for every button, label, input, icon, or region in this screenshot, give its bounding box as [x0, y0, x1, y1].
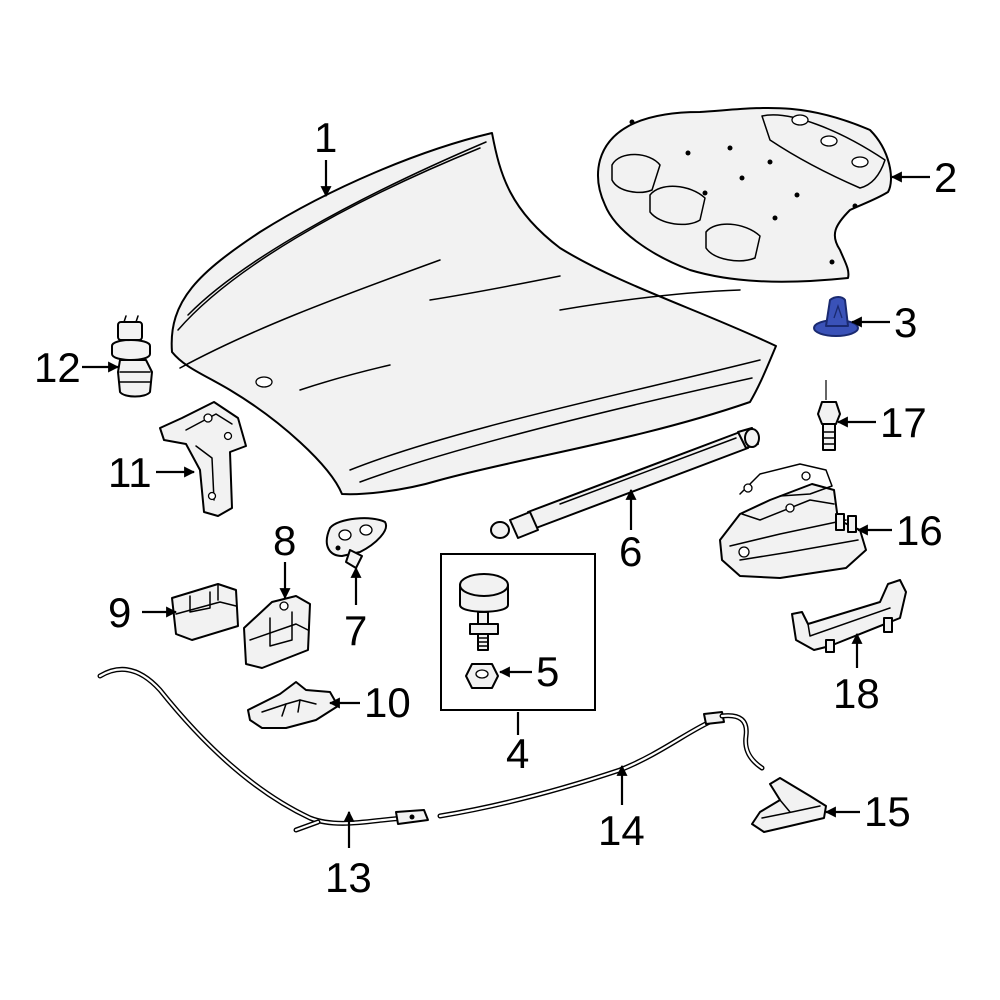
callout-12: 12 — [34, 344, 81, 391]
release-handle[interactable] — [247, 681, 339, 729]
release-cable-front[interactable] — [97, 666, 429, 833]
callout-13: 13 — [325, 854, 372, 901]
callout-4: 4 — [506, 730, 529, 777]
callout-5: 5 — [536, 648, 559, 695]
cable-guide[interactable] — [171, 583, 239, 641]
callout-3[interactable]: 3 — [894, 299, 917, 346]
release-housing[interactable] — [243, 595, 311, 669]
callout-15: 15 — [864, 788, 911, 835]
release-cable-rear[interactable] — [437, 711, 765, 819]
nut[interactable] — [465, 663, 499, 689]
hood-striker[interactable] — [325, 517, 388, 569]
callout-11: 11 — [108, 449, 152, 496]
callout-6: 6 — [619, 528, 642, 575]
callout-2: 2 — [934, 154, 957, 201]
callout-labels: 1 2 3 4 5 6 7 8 9 10 11 12 13 14 15 16 1… — [34, 114, 957, 901]
callout-8: 8 — [273, 517, 296, 564]
insulator-clip[interactable] — [813, 296, 859, 337]
callout-16: 16 — [896, 507, 943, 554]
callout-7: 7 — [344, 607, 367, 654]
adjustable-bumper[interactable] — [459, 573, 509, 651]
callout-1: 1 — [314, 114, 337, 161]
callout-9: 9 — [108, 589, 131, 636]
hinge-bracket[interactable] — [159, 401, 247, 517]
gas-strut[interactable] — [490, 427, 760, 539]
bumper-kit-box — [440, 553, 596, 711]
bolt[interactable] — [817, 380, 841, 451]
leader-lines — [82, 160, 930, 848]
hood-panel[interactable] — [170, 132, 777, 496]
callout-14: 14 — [598, 807, 645, 854]
hood-latch[interactable] — [719, 463, 867, 579]
latch-bracket[interactable] — [751, 777, 827, 833]
hood-bumper[interactable] — [111, 315, 153, 398]
latch-support[interactable] — [791, 579, 907, 653]
callout-10: 10 — [364, 679, 411, 726]
callout-18: 18 — [833, 670, 880, 717]
hood-insulator[interactable] — [596, 106, 892, 283]
callout-17: 17 — [880, 399, 927, 446]
